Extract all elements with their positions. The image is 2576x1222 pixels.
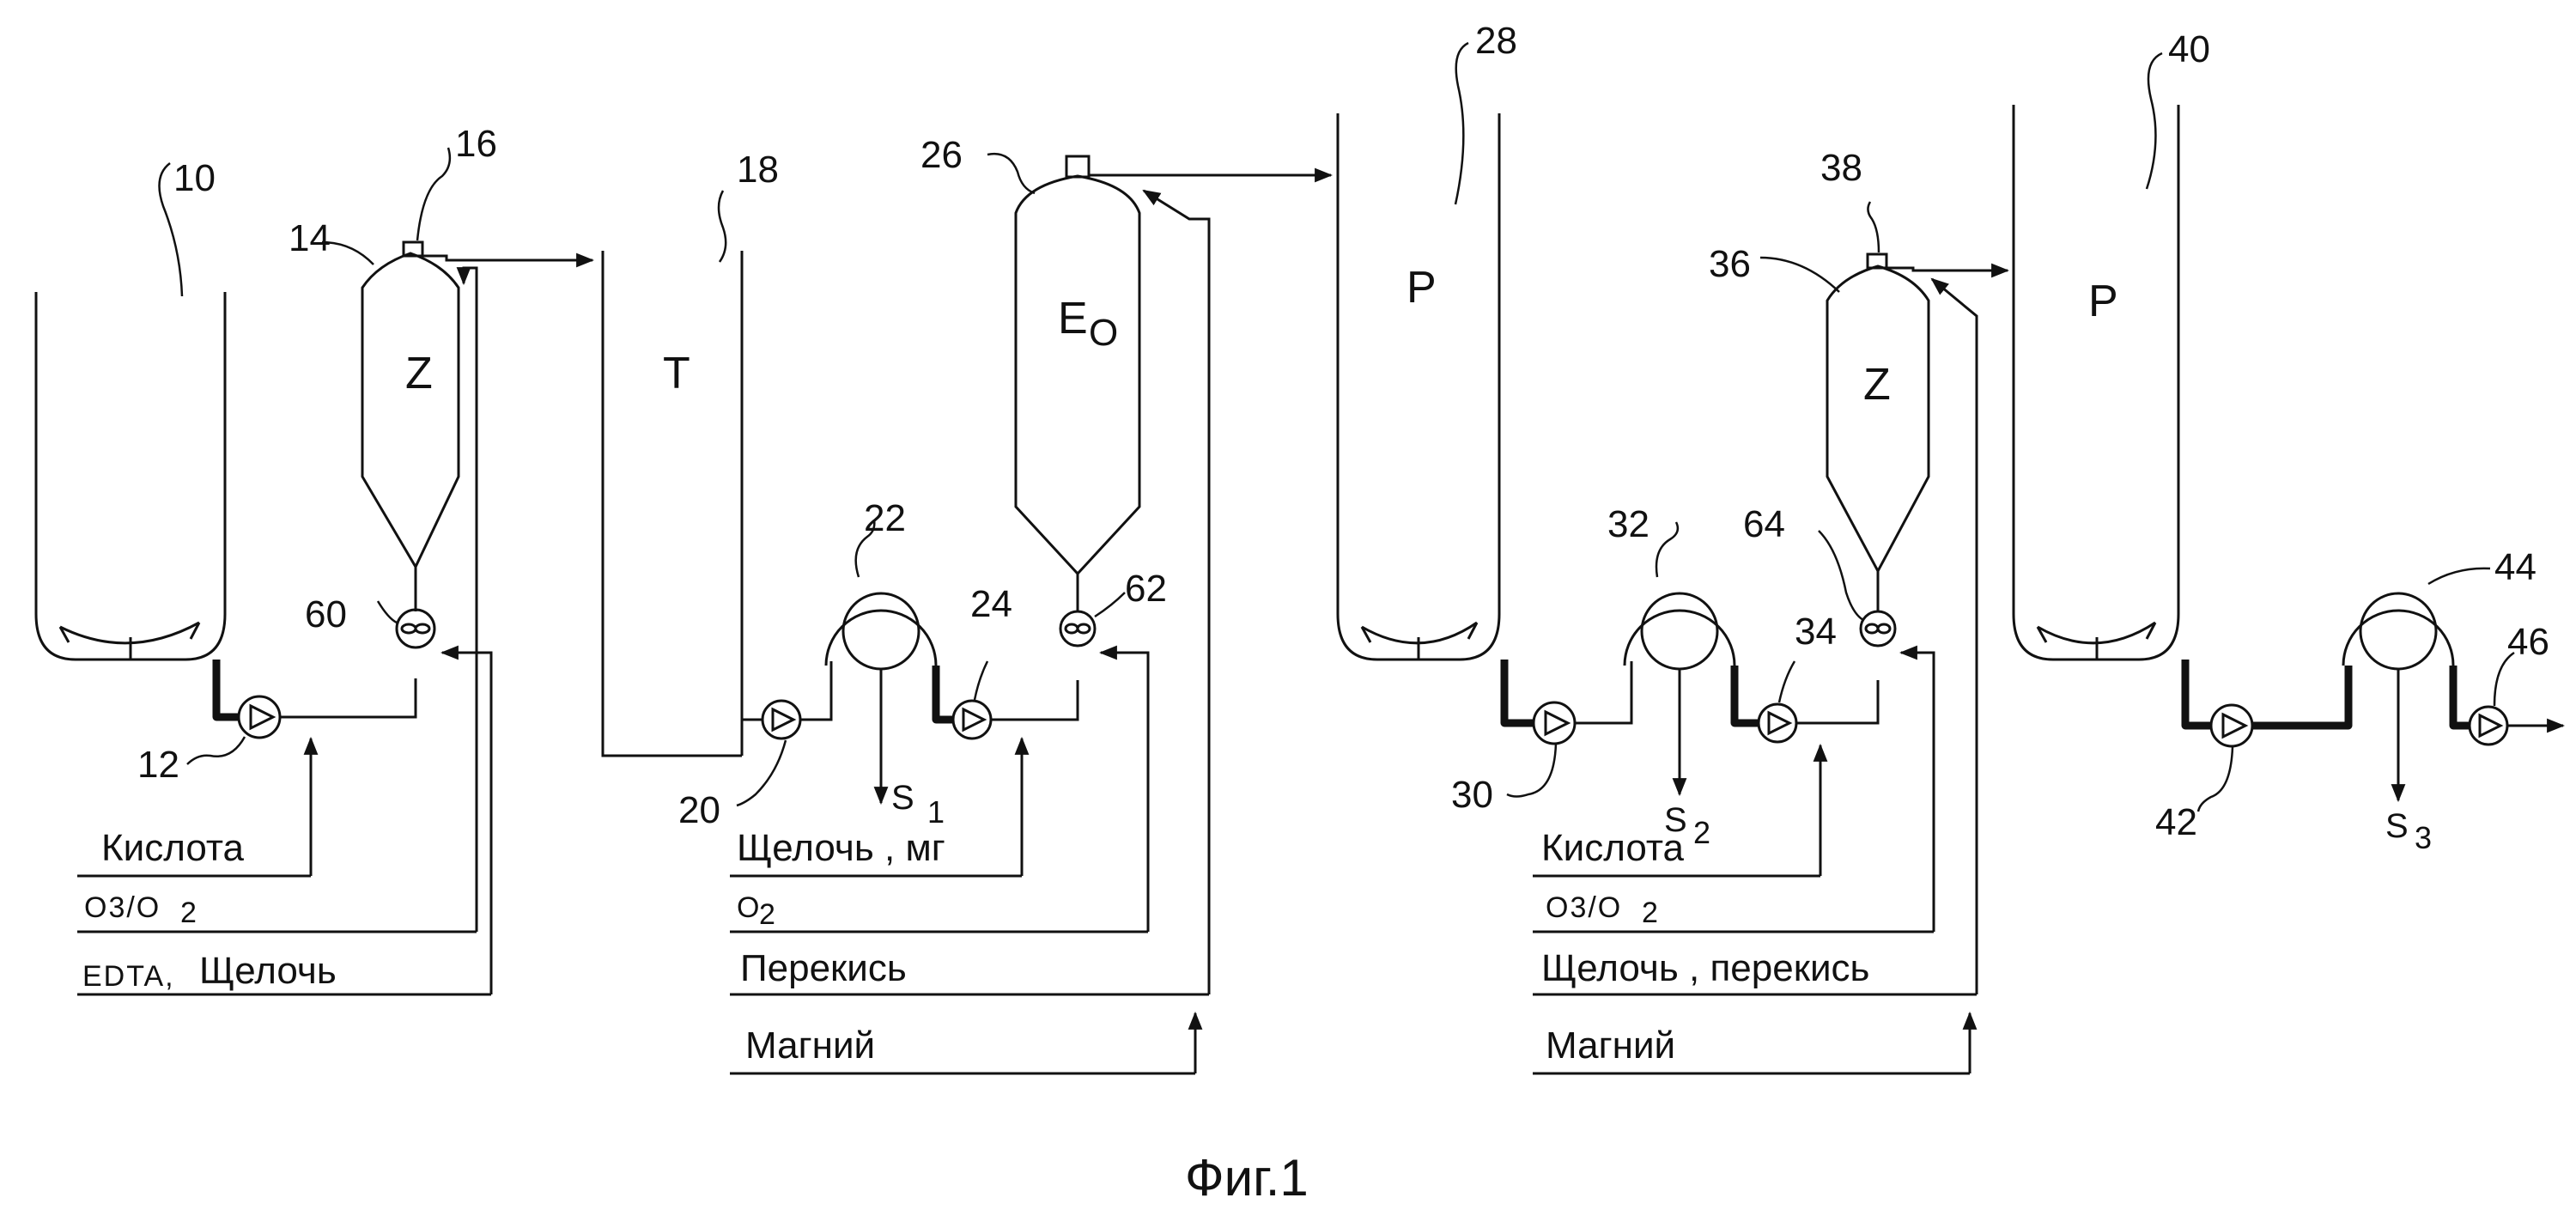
ref-60: 60 <box>305 593 347 635</box>
feed-magnesium-3: Магний <box>1546 1024 1675 1067</box>
ref-44: 44 <box>2494 546 2537 588</box>
tank-28 <box>1336 113 1501 661</box>
vessel-eo-sub: O <box>1089 312 1118 354</box>
ref-62: 62 <box>1125 568 1167 610</box>
ref-42: 42 <box>2155 801 2197 843</box>
ref-40: 40 <box>2168 28 2210 70</box>
stream-s2: S <box>1664 801 1687 839</box>
ref-32: 32 <box>1607 503 1649 545</box>
ref-26: 26 <box>920 134 963 176</box>
feed-o3o2-1-sub: 2 <box>180 897 198 929</box>
ref-28: 28 <box>1475 20 1517 62</box>
ref-14: 14 <box>289 217 331 259</box>
stream-s1: S <box>891 779 914 817</box>
stream-s3-sub: 3 <box>2415 820 2432 855</box>
stream-s1-sub: 1 <box>927 794 945 830</box>
ref-34: 34 <box>1795 611 1837 653</box>
ref-36: 36 <box>1709 243 1751 285</box>
pump-34 <box>1757 702 1798 744</box>
filter-22 <box>824 592 938 806</box>
ref-46: 46 <box>2507 621 2549 663</box>
vessel-eo-label: E <box>1058 294 1088 343</box>
ref-18: 18 <box>737 149 779 191</box>
feed-magnesium-2: Магний <box>745 1024 875 1067</box>
z-reactor-36 <box>1826 252 1930 611</box>
ref-10: 10 <box>173 157 216 199</box>
feed-o2-2: O <box>737 891 761 924</box>
tank-10 <box>34 292 227 661</box>
vessel-t-label: T <box>663 349 690 398</box>
feed-acid-1: Кислота <box>101 827 245 869</box>
feed-peroxide-2: Перекись <box>740 947 907 989</box>
ref-30: 30 <box>1451 774 1493 816</box>
filter-32 <box>1623 592 1736 797</box>
ref-64: 64 <box>1743 503 1785 545</box>
vessel-z2-label: Z <box>1863 360 1891 410</box>
tank-40 <box>2012 105 2180 661</box>
feed-alkali-mg-2: Щелочь , мг <box>737 827 945 869</box>
feed-alkali-peroxide-3: Щелочь , перекись <box>1541 947 1869 989</box>
vessel-z1-label: Z <box>405 349 433 398</box>
mixer-60 <box>395 608 436 649</box>
ref-16: 16 <box>455 123 497 165</box>
feed-acid-3: Кислота <box>1541 827 1685 869</box>
feed-o3o2-3-sub: 2 <box>1642 897 1660 929</box>
feed-alkali-1: Щелочь <box>199 950 337 992</box>
pump-46 <box>2468 705 2509 746</box>
feed-o2-2-sub: 2 <box>759 898 777 931</box>
ref-22: 22 <box>864 497 906 539</box>
figure-caption: Фиг.1 <box>1185 1149 1309 1207</box>
pump-30 <box>1532 701 1577 745</box>
filter-44 <box>2342 592 2455 803</box>
tower-18 <box>601 251 744 757</box>
eo-reactor-26 <box>1014 155 1141 611</box>
pump-42 <box>2209 703 2254 748</box>
stream-s3: S <box>2385 807 2409 845</box>
z-reactor-14 <box>361 240 460 611</box>
feed-o3o2-3: O3/O <box>1546 891 1622 924</box>
feed-edta-1: EDTA, <box>82 960 175 993</box>
pump-20 <box>761 699 802 740</box>
mixer-62 <box>1059 610 1097 647</box>
vessel-p2-label: P <box>2088 277 2118 326</box>
feed-o3o2-1: O3/O <box>84 891 161 924</box>
stream-s2-sub: 2 <box>1693 815 1710 850</box>
pump-24 <box>951 699 993 740</box>
ref-38: 38 <box>1820 147 1862 189</box>
pump-12 <box>237 695 282 739</box>
mixer-64 <box>1859 610 1897 647</box>
ref-12: 12 <box>137 744 179 786</box>
ref-20: 20 <box>678 789 720 831</box>
vessel-p1-label: P <box>1406 263 1437 313</box>
ref-24: 24 <box>970 583 1012 625</box>
